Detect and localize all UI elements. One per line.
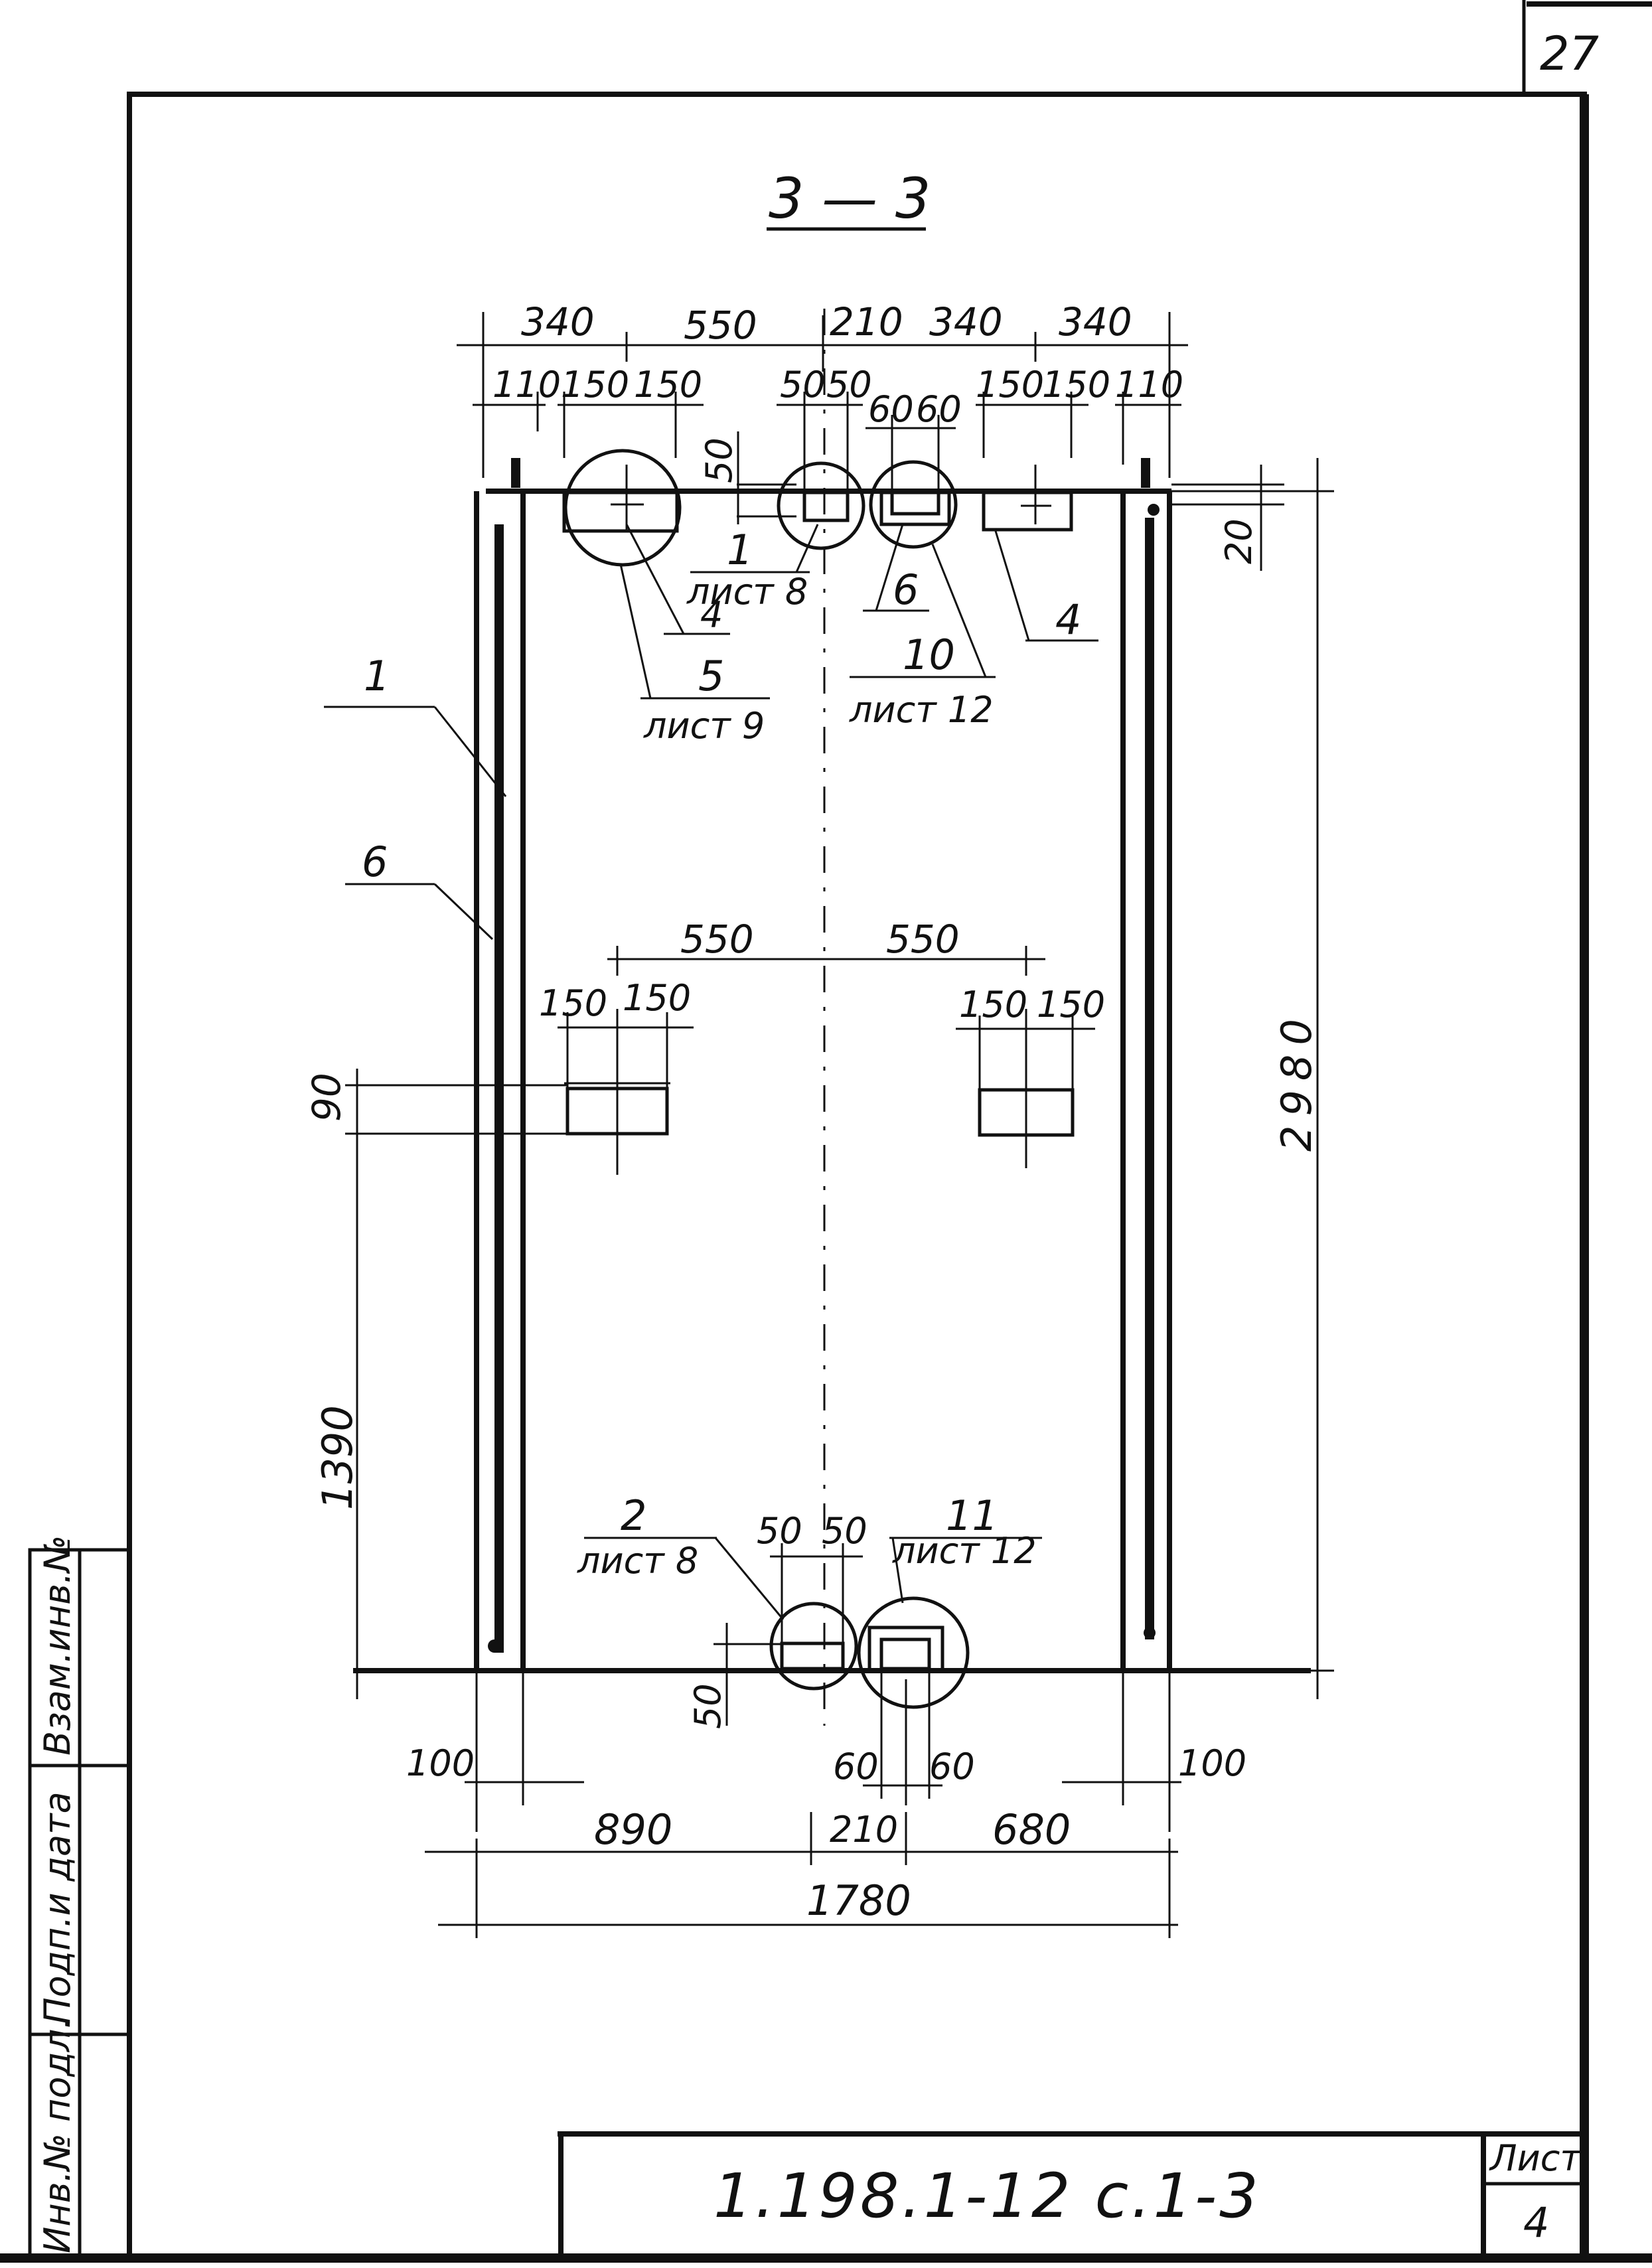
callouts-c10-label: 10 xyxy=(903,631,955,679)
dimensions-bottom_vertical-label: 50 xyxy=(687,1683,729,1729)
callouts-c5-label: 5 xyxy=(698,652,724,700)
drawing-designation: 1.198.1-12 с.1-3 xyxy=(713,2160,1261,2231)
detail-circle-2 xyxy=(769,1602,858,1691)
dimensions-top_row2-0-label: 110 xyxy=(492,364,561,406)
dimensions-top_row1-1-label: 550 xyxy=(684,303,757,348)
callouts-c1_sheet-label: лист 8 xyxy=(686,571,808,613)
callouts-c2-label: 2 xyxy=(621,1491,646,1540)
callouts-c1_side-label: 1 xyxy=(364,652,390,700)
dimensions-top_row2-2-label: 150 xyxy=(634,364,702,406)
dimensions-opening_height-label: 90 xyxy=(304,1073,349,1122)
dimensions-mid_left-1-label: 150 xyxy=(623,977,691,1019)
dimensions-vertical_top_left-label: 50 xyxy=(698,437,740,483)
dimensions-bottom_total-label: 1780 xyxy=(806,1876,911,1925)
dimensions-mid_right-1-label: 150 xyxy=(1037,984,1105,1025)
middle-openings xyxy=(564,1009,1075,1175)
page-number: 27 xyxy=(1540,27,1599,81)
dimensions-top_row2-1-label: 150 xyxy=(561,364,629,406)
title-block: 1.198.1-12 с.1-3 Лист 4 xyxy=(558,2131,1584,2258)
dimensions-top_row2-9-label: 110 xyxy=(1115,364,1183,406)
dimensions-top_row1-0-label: 340 xyxy=(521,299,595,344)
dimensions-top_row2-7-label: 150 xyxy=(976,364,1044,406)
detail-circle-11 xyxy=(857,1596,970,1709)
dimensions-mid_left-0-label: 150 xyxy=(539,982,607,1024)
dimension-texts: 340 550 210 340 340 110 150 150 50 50 60… xyxy=(304,299,1321,1925)
side-stamp: Инв.№ подл. Подп.и дата Взам.инв.№ xyxy=(28,1535,131,2260)
dimensions-bottom_near-0-label: 50 xyxy=(757,1510,802,1552)
dimensions-bottom_row1-2-label: 60 xyxy=(929,1746,975,1787)
dimensions-bottom_row1-1-label: 60 xyxy=(833,1746,879,1787)
drawing-frame xyxy=(127,92,1587,2261)
dimension-lines xyxy=(345,312,1334,1938)
dimensions-mid_right-0-label: 150 xyxy=(959,984,1027,1025)
callouts-c11-label: 11 xyxy=(946,1491,998,1540)
dimensions-bottom_near-1-label: 50 xyxy=(822,1510,867,1552)
dimensions-overall_height-label: 2980 xyxy=(1272,1010,1321,1152)
sheet-number: 4 xyxy=(1523,2198,1549,2247)
dimensions-top_row2-4-label: 50 xyxy=(826,364,872,406)
dimensions-lower_height-label: 1390 xyxy=(313,1405,362,1510)
dimensions-top_row1-4-label: 340 xyxy=(1059,299,1132,344)
callouts-c2_sheet-label: лист 8 xyxy=(577,1540,698,1582)
callouts-c10_sheet-label: лист 12 xyxy=(849,689,994,731)
dimensions-top_row2-6-label: 60 xyxy=(916,388,962,430)
dimensions-bottom_row1-0-label: 100 xyxy=(406,1742,475,1784)
callouts-c6_top-label: 6 xyxy=(893,566,919,614)
bottom-openings xyxy=(769,1596,970,1805)
dimensions-bottom_row2-1-label: 210 xyxy=(830,1809,898,1851)
dimensions-top_row2-5-label: 60 xyxy=(868,388,914,430)
dimensions-bottom_row2-0-label: 890 xyxy=(594,1805,672,1854)
dimensions-mid_row1-0-label: 550 xyxy=(680,917,754,962)
detail-circle-10 xyxy=(869,460,958,549)
dimensions-top_row2-8-label: 150 xyxy=(1042,364,1110,406)
detail-circle-1 xyxy=(777,461,865,550)
callouts-c6_side-label: 6 xyxy=(362,838,388,886)
dimensions-bottom_row2-2-label: 680 xyxy=(992,1805,1071,1854)
dimensions-top_row1-2-label: 210 xyxy=(830,299,903,344)
callouts-c4_left-label: 4 xyxy=(700,594,723,636)
dimensions-vertical_top_right-label: 20 xyxy=(1218,518,1260,564)
callouts-c11_sheet-label: лист 12 xyxy=(892,1530,1037,1572)
callouts-c1-label: 1 xyxy=(727,526,753,574)
top-openings xyxy=(562,449,1073,567)
stamp-inv-no: Инв.№ подл. xyxy=(37,2018,78,2253)
dimensions-bottom_row1-3-label: 100 xyxy=(1178,1742,1246,1784)
dimensions-top_row1-3-label: 340 xyxy=(929,299,1003,344)
stamp-replace-inv: Взам.инв.№ xyxy=(37,1535,78,1756)
section-outline xyxy=(353,458,1311,1673)
sheet-label: Лист xyxy=(1489,2137,1582,2179)
stamp-sign-date: Подп.и дата xyxy=(37,1791,78,2024)
detail-circle-5 xyxy=(563,449,682,567)
dimensions-mid_row1-1-label: 550 xyxy=(886,917,960,962)
callouts-c4_right-label: 4 xyxy=(1055,595,1081,644)
callouts-c5_sheet-label: лист 9 xyxy=(643,705,765,747)
section-title: 3 — 3 xyxy=(769,166,931,231)
callouts: 1 лист 8 4 5 лист 9 6 10 лист 12 4 1 6 xyxy=(324,524,1098,1620)
dimensions-top_row2-3-label: 50 xyxy=(780,364,826,406)
